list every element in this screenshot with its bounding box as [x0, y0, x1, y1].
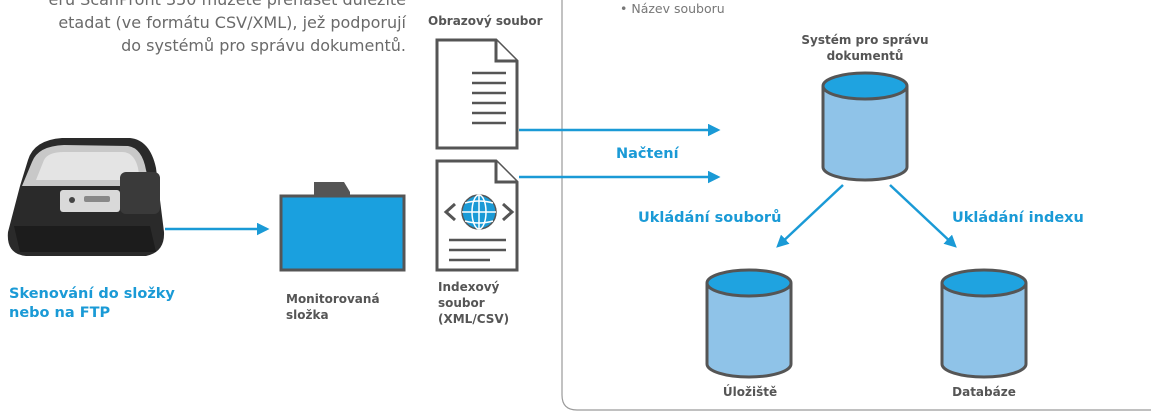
monitored-folder-label: Monitorovaná složka — [286, 291, 380, 323]
monitored-folder-label-line: složka — [286, 308, 329, 322]
dms-title: Systém pro správu dokumentů — [790, 32, 940, 64]
database-icon — [821, 71, 909, 182]
arrow-dms-to-storage — [776, 184, 844, 248]
folder-icon — [279, 182, 406, 272]
save-index-label: Ukládání indexu — [952, 210, 1084, 226]
image-file-label: Obrazový soubor — [428, 14, 543, 28]
document-icon — [435, 38, 519, 150]
index-file-label-line: soubor — [438, 296, 485, 310]
intro-line: erů ScanPront 350 můžete přenášet důleži… — [0, 0, 406, 11]
index-file-label-line: (XML/CSV) — [438, 312, 510, 326]
scan-label: Skenování do složky nebo na FTP — [9, 285, 175, 323]
arrow-dms-to-database — [889, 184, 957, 248]
storage-icon — [705, 268, 793, 379]
storage-label: Úložiště — [722, 385, 778, 399]
scan-label-line: Skenování do složky — [9, 286, 175, 302]
database-icon-2 — [940, 268, 1028, 379]
database-label: Databáze — [952, 385, 1016, 399]
intro-paragraph: erů ScanPront 350 můžete přenášet důleži… — [0, 0, 406, 57]
intro-line: etadat (ve formátu CSV/XML), jež podporu… — [58, 13, 406, 32]
index-file-label: Indexový soubor (XML/CSV) — [438, 279, 509, 327]
dms-title-line: Systém pro správu — [801, 33, 929, 47]
load-label: Načtení — [616, 146, 679, 162]
intro-line: do systémů pro správu dokumentů. — [121, 36, 406, 55]
globe-icon — [461, 194, 497, 230]
index-file-label-line: Indexový — [438, 280, 500, 294]
dms-title-line: dokumentů — [826, 49, 904, 63]
save-files-label: Ukládání souborů — [638, 210, 782, 226]
bullet-file-name: • Název souboru — [620, 1, 725, 16]
scan-label-line: nebo na FTP — [9, 305, 111, 321]
scanner-icon — [7, 138, 165, 256]
monitored-folder-label-line: Monitorovaná — [286, 292, 380, 306]
dms-panel-border — [561, 0, 1151, 411]
